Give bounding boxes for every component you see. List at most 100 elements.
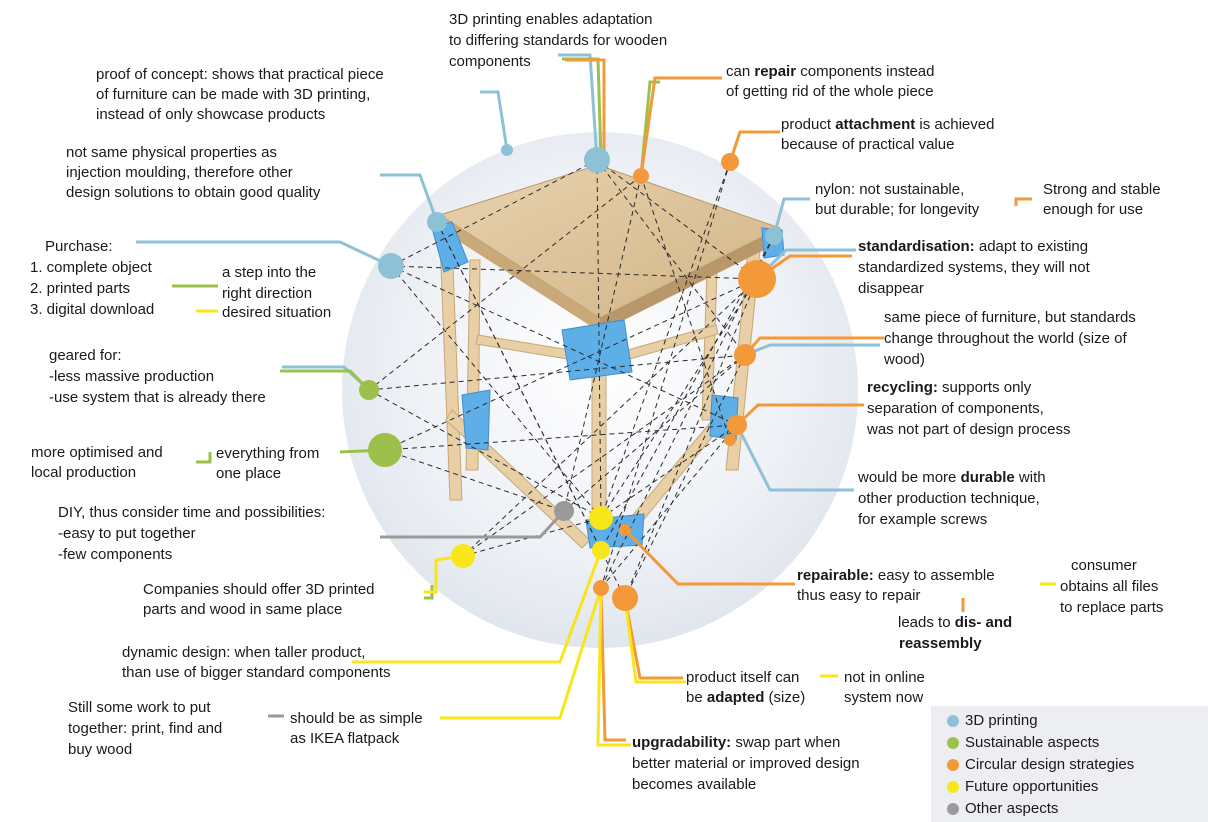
legend-dot-circular bbox=[947, 759, 959, 771]
label-upgradability-bold: upgradability: bbox=[632, 734, 732, 751]
label-adaptation-line2: to differing standards for wooden bbox=[449, 32, 668, 49]
node-orange-recycling bbox=[727, 415, 747, 435]
label-simple-ikea: should be as simple as IKEA flatpack bbox=[290, 709, 423, 749]
node-orange-adapted bbox=[612, 585, 638, 611]
label-upgradability-line2: better material or improved design bbox=[632, 755, 860, 772]
label-everything-line2: one place bbox=[216, 465, 282, 482]
label-standardisation-l1: adapt to existing bbox=[974, 238, 1089, 255]
label-dynamic-line1: dynamic design: when taller product, bbox=[122, 644, 366, 661]
legend-item-circular: Circular design strategies bbox=[947, 755, 1134, 775]
label-adaptation-line1: 3D printing enables adaptation bbox=[449, 11, 653, 28]
label-same-piece-line2: change throughout the world (size of bbox=[884, 330, 1127, 347]
legend-dot-future bbox=[947, 781, 959, 793]
node-yellow-diy bbox=[589, 506, 613, 530]
label-consumer: consumer obtains all files to replace pa… bbox=[1060, 555, 1163, 618]
legend-label-future: Future opportunities bbox=[965, 778, 1099, 795]
label-durable-line2: other production technique, bbox=[858, 490, 1040, 507]
legend: 3D printing Sustainable aspects Circular… bbox=[931, 706, 1208, 822]
label-consumer-line2: obtains all files bbox=[1060, 578, 1159, 595]
label-purchase-title: Purchase: bbox=[45, 238, 113, 255]
label-attachment-l1c: is achieved bbox=[915, 116, 995, 133]
label-nylon-line2: but durable; for longevity bbox=[815, 201, 980, 218]
legend-item-3d-printing: 3D printing bbox=[947, 711, 1038, 731]
label-proof-line1: proof of concept: shows that practical p… bbox=[96, 66, 384, 83]
label-repairable-bold: repairable: bbox=[797, 567, 874, 584]
label-durable: would be more durable with other product… bbox=[858, 467, 1046, 530]
label-everything-line1: everything from bbox=[216, 445, 320, 462]
label-companies: Companies should offer 3D printed parts … bbox=[143, 580, 375, 620]
label-step-line2: right direction bbox=[222, 285, 313, 302]
label-adapted-line1: product itself can bbox=[686, 669, 800, 686]
label-standardisation-bold: standardisation: bbox=[858, 238, 975, 255]
label-adapted-l2c: (size) bbox=[764, 689, 806, 706]
label-durable-line3: for example screws bbox=[858, 511, 988, 528]
label-upgradability: upgradability: swap part when better mat… bbox=[632, 732, 860, 795]
legend-label-circular: Circular design strategies bbox=[965, 756, 1135, 773]
label-strong-stable: Strong and stable enough for use bbox=[1043, 180, 1161, 220]
label-consumer-line3: to replace parts bbox=[1060, 599, 1164, 616]
label-physical-line3: design solutions to obtain good quality bbox=[66, 184, 321, 201]
label-adaptation-line3: components bbox=[449, 53, 531, 70]
label-leads-to: leads to dis- and reassembly bbox=[898, 612, 1012, 654]
label-online-system: not in online system now bbox=[844, 668, 925, 708]
label-recycling-line2: separation of components, bbox=[867, 400, 1044, 417]
label-still-work: Still some work to put together: print, … bbox=[68, 697, 222, 760]
label-optimised: more optimised and local production bbox=[31, 443, 163, 483]
node-green-geared bbox=[359, 380, 379, 400]
node-orange-repairable bbox=[619, 524, 631, 536]
label-repair-l1c: components instead bbox=[796, 63, 935, 80]
label-still-line1: Still some work to put bbox=[68, 699, 211, 716]
node-dots bbox=[359, 144, 783, 611]
node-orange-attachment bbox=[721, 153, 739, 171]
label-durable-l1c: with bbox=[1014, 469, 1046, 486]
label-upgradability-line3: becomes available bbox=[632, 776, 757, 793]
label-nylon-line1: nylon: not sustainable, bbox=[815, 181, 965, 198]
label-strong-line2: enough for use bbox=[1043, 201, 1144, 218]
label-repair-bold: repair bbox=[754, 63, 797, 80]
legend-label-other: Other aspects bbox=[965, 800, 1059, 817]
label-desired-text: desired situation bbox=[222, 304, 332, 321]
legend-dot-3d-printing bbox=[947, 715, 959, 727]
label-diy-line1: DIY, thus consider time and possibilitie… bbox=[58, 504, 326, 521]
label-repair-l1a: can bbox=[726, 63, 755, 80]
label-step-direction: a step into the right direction bbox=[222, 262, 316, 304]
dashed-connections bbox=[368, 159, 775, 599]
label-durable-bold: durable bbox=[960, 469, 1015, 486]
label-same-piece-line3: wood) bbox=[884, 351, 925, 368]
label-upgradability-l1: swap part when bbox=[731, 734, 841, 751]
label-physical-properties: not same physical properties as injectio… bbox=[66, 143, 320, 203]
label-adaptation: 3D printing enables adaptation to differ… bbox=[449, 9, 667, 72]
label-adapted-l2a: be bbox=[686, 689, 707, 706]
label-optimised-line1: more optimised and bbox=[31, 444, 163, 461]
label-same-piece-line1: same piece of furniture, but standards bbox=[884, 309, 1136, 326]
legend-item-future: Future opportunities bbox=[947, 777, 1098, 797]
label-repairable: repairable: easy to assemble thus easy t… bbox=[797, 566, 995, 606]
node-yellow-dynamic bbox=[592, 541, 610, 559]
node-orange-upgradability bbox=[593, 580, 609, 596]
label-optimised-line2: local production bbox=[31, 464, 137, 481]
label-attachment-l1a: product bbox=[781, 116, 836, 133]
node-grey-diy bbox=[554, 501, 574, 521]
legend-dot-sustainable bbox=[947, 737, 959, 749]
label-desired-situation: desired situation bbox=[222, 303, 331, 323]
label-purchase-item3: 3. digital download bbox=[30, 301, 155, 318]
node-orange-same-piece bbox=[734, 344, 756, 366]
label-companies-line1: Companies should offer 3D printed bbox=[143, 581, 375, 598]
label-still-line2: together: print, find and bbox=[68, 720, 223, 737]
label-same-piece: same piece of furniture, but standards c… bbox=[884, 307, 1136, 370]
label-durable-l1a: would be more bbox=[858, 469, 961, 486]
label-diy: DIY, thus consider time and possibilitie… bbox=[58, 502, 325, 565]
legend-dot-other bbox=[947, 803, 959, 815]
node-blue-adaptation bbox=[584, 147, 610, 173]
label-purchase-item2: 2. printed parts bbox=[30, 280, 131, 297]
node-blue-physical bbox=[427, 212, 447, 232]
label-attachment-bold: attachment bbox=[835, 116, 916, 133]
legend-item-sustainable: Sustainable aspects bbox=[947, 733, 1099, 753]
label-online-line2: system now bbox=[844, 689, 924, 706]
label-simple-line2: as IKEA flatpack bbox=[290, 730, 400, 747]
label-recycling: recycling: supports only separation of c… bbox=[867, 377, 1070, 440]
label-everything: everything from one place bbox=[216, 444, 319, 484]
label-geared-line3: -use system that is already there bbox=[49, 389, 266, 406]
label-repair-components: can repair components instead of getting… bbox=[726, 62, 934, 102]
